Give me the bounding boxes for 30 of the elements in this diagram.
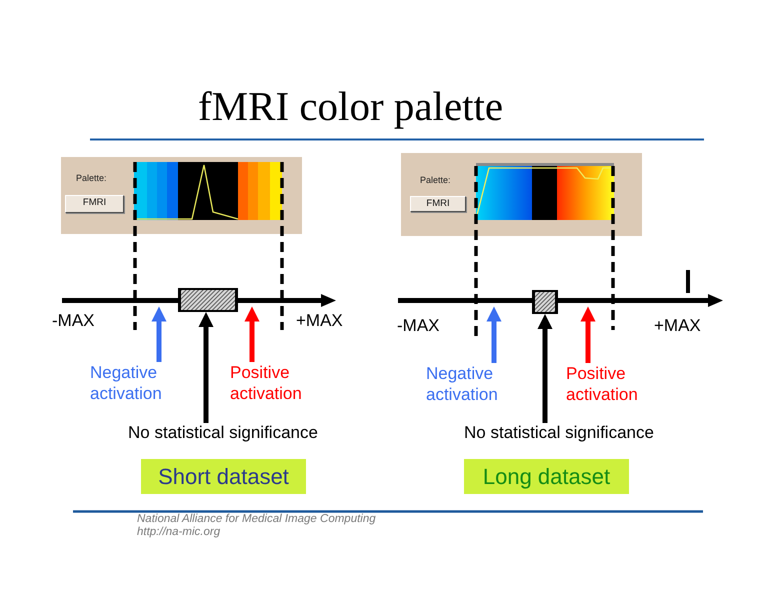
hatched-range-box <box>178 288 238 312</box>
palette-panel <box>401 153 642 236</box>
annotation-label: Positive activation <box>230 362 302 404</box>
palette-label: Palette: <box>420 175 451 186</box>
axis-end-label: -MAX <box>52 311 94 331</box>
title: fMRI color palette <box>198 85 504 127</box>
footer-text: http://na-mic.org <box>137 526 220 539</box>
palette-button: FMRI <box>65 195 124 213</box>
arrow <box>580 306 596 363</box>
annotation-label: No statistical significance <box>464 423 654 443</box>
annotation-label: No statistical significance <box>128 423 318 443</box>
arrow <box>198 312 214 423</box>
axis-end-label: -MAX <box>397 316 440 336</box>
arrow <box>152 306 166 362</box>
palette-label: Palette: <box>76 173 107 184</box>
annotation-label: Negative activation <box>90 362 162 404</box>
annotation-label: Positive activation <box>566 363 638 405</box>
axis-arrow <box>398 294 723 306</box>
arrow <box>486 306 502 363</box>
axis-end-label: +MAX <box>654 316 701 336</box>
footer-text: National Alliance for Medical Image Computing <box>137 513 376 526</box>
hatched-range-box <box>532 290 558 314</box>
annotation-label: Negative activation <box>426 363 498 405</box>
dataset-tag: Short dataset <box>141 459 306 494</box>
axis-end-label: +MAX <box>296 311 343 331</box>
palette-panel <box>61 157 302 234</box>
dataset-tag: Long dataset <box>464 459 629 494</box>
arrow <box>244 306 260 362</box>
arrow <box>538 314 552 423</box>
palette-button: FMRI <box>410 196 466 212</box>
